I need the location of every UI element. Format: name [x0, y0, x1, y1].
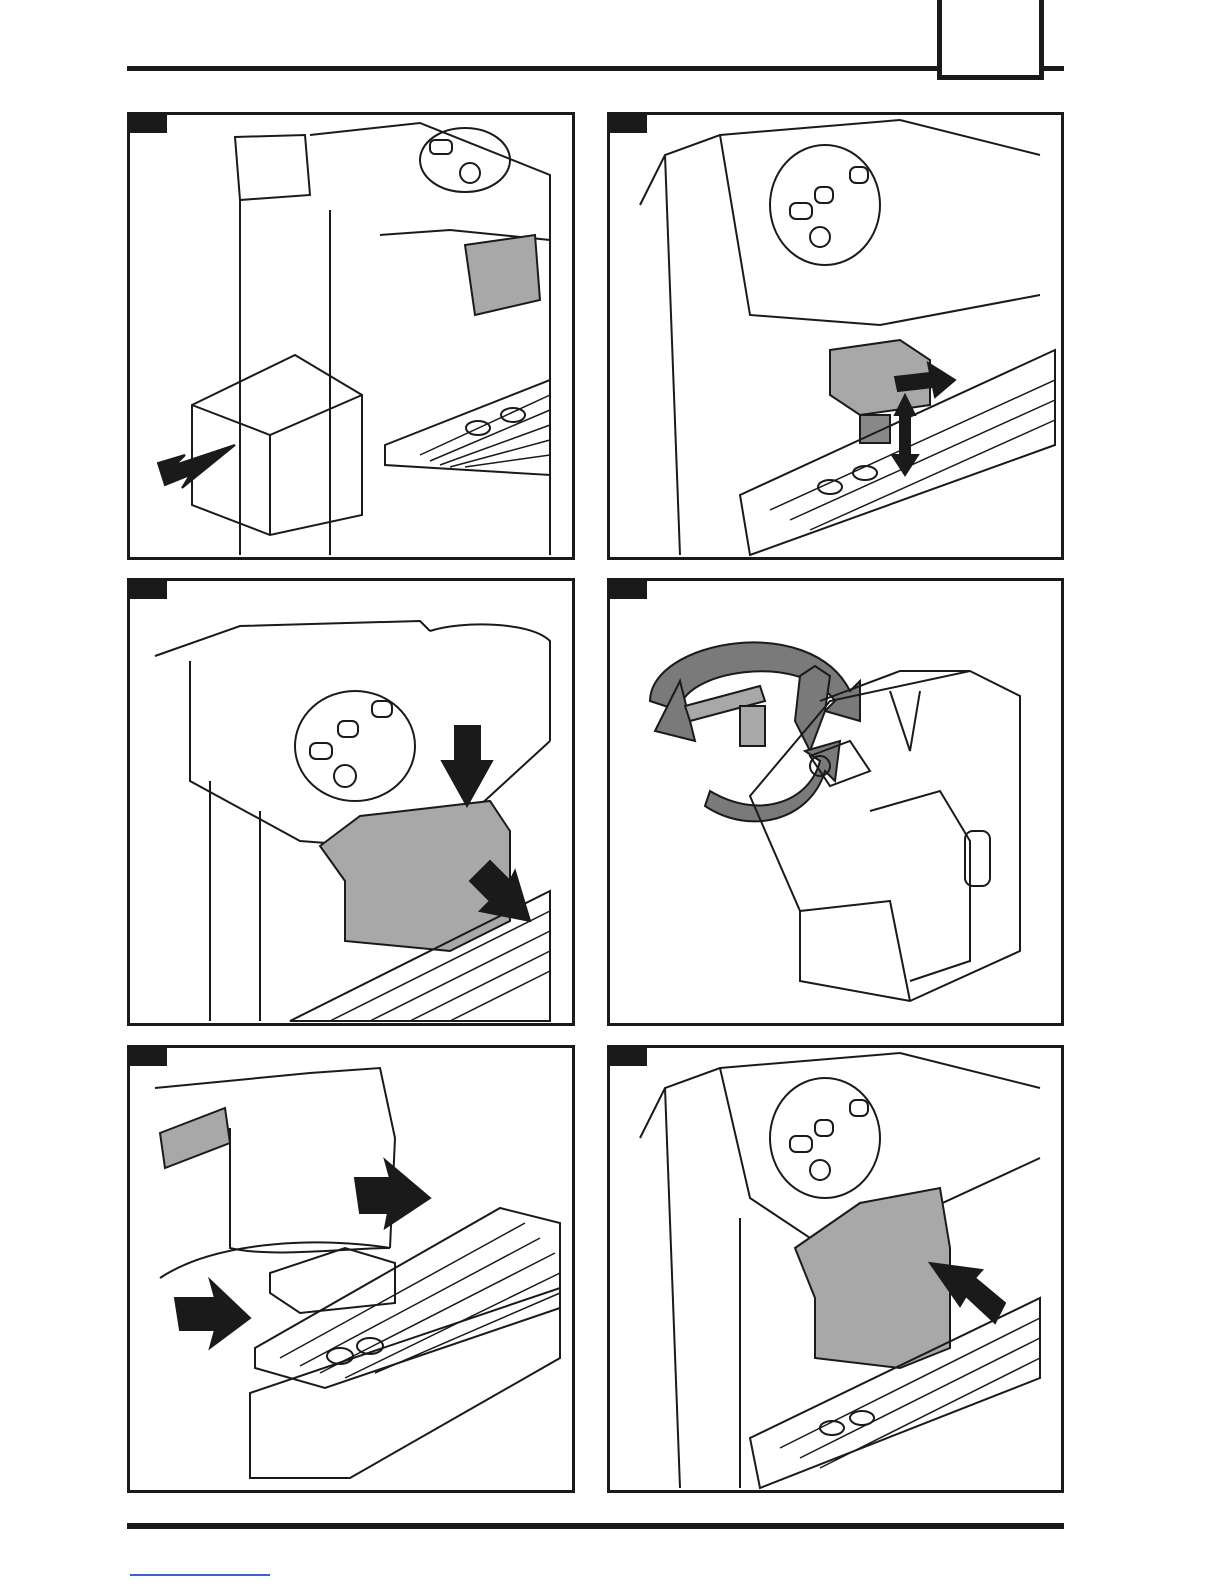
page-tab-box [937, 0, 1044, 80]
figure-panel-6 [607, 1045, 1064, 1493]
figure-panel-2 [607, 112, 1064, 560]
drip-tray-removal-illustration [130, 1048, 575, 1493]
water-tank-illustration [130, 115, 575, 560]
footer-rule [127, 1523, 1064, 1529]
figure-panel-3 [127, 578, 575, 1026]
brew-group-rotation-illustration [610, 581, 1064, 1026]
brew-group-removal-illustration [130, 581, 575, 1026]
figure-panel-4 [607, 578, 1064, 1026]
brew-group-insertion-illustration [610, 1048, 1064, 1493]
figure-panel-5 [127, 1045, 575, 1493]
figure-panel-1 [127, 112, 575, 560]
dispenser-illustration [610, 115, 1064, 560]
footer-link-underline[interactable] [130, 1574, 270, 1576]
header-rule [127, 66, 1064, 71]
